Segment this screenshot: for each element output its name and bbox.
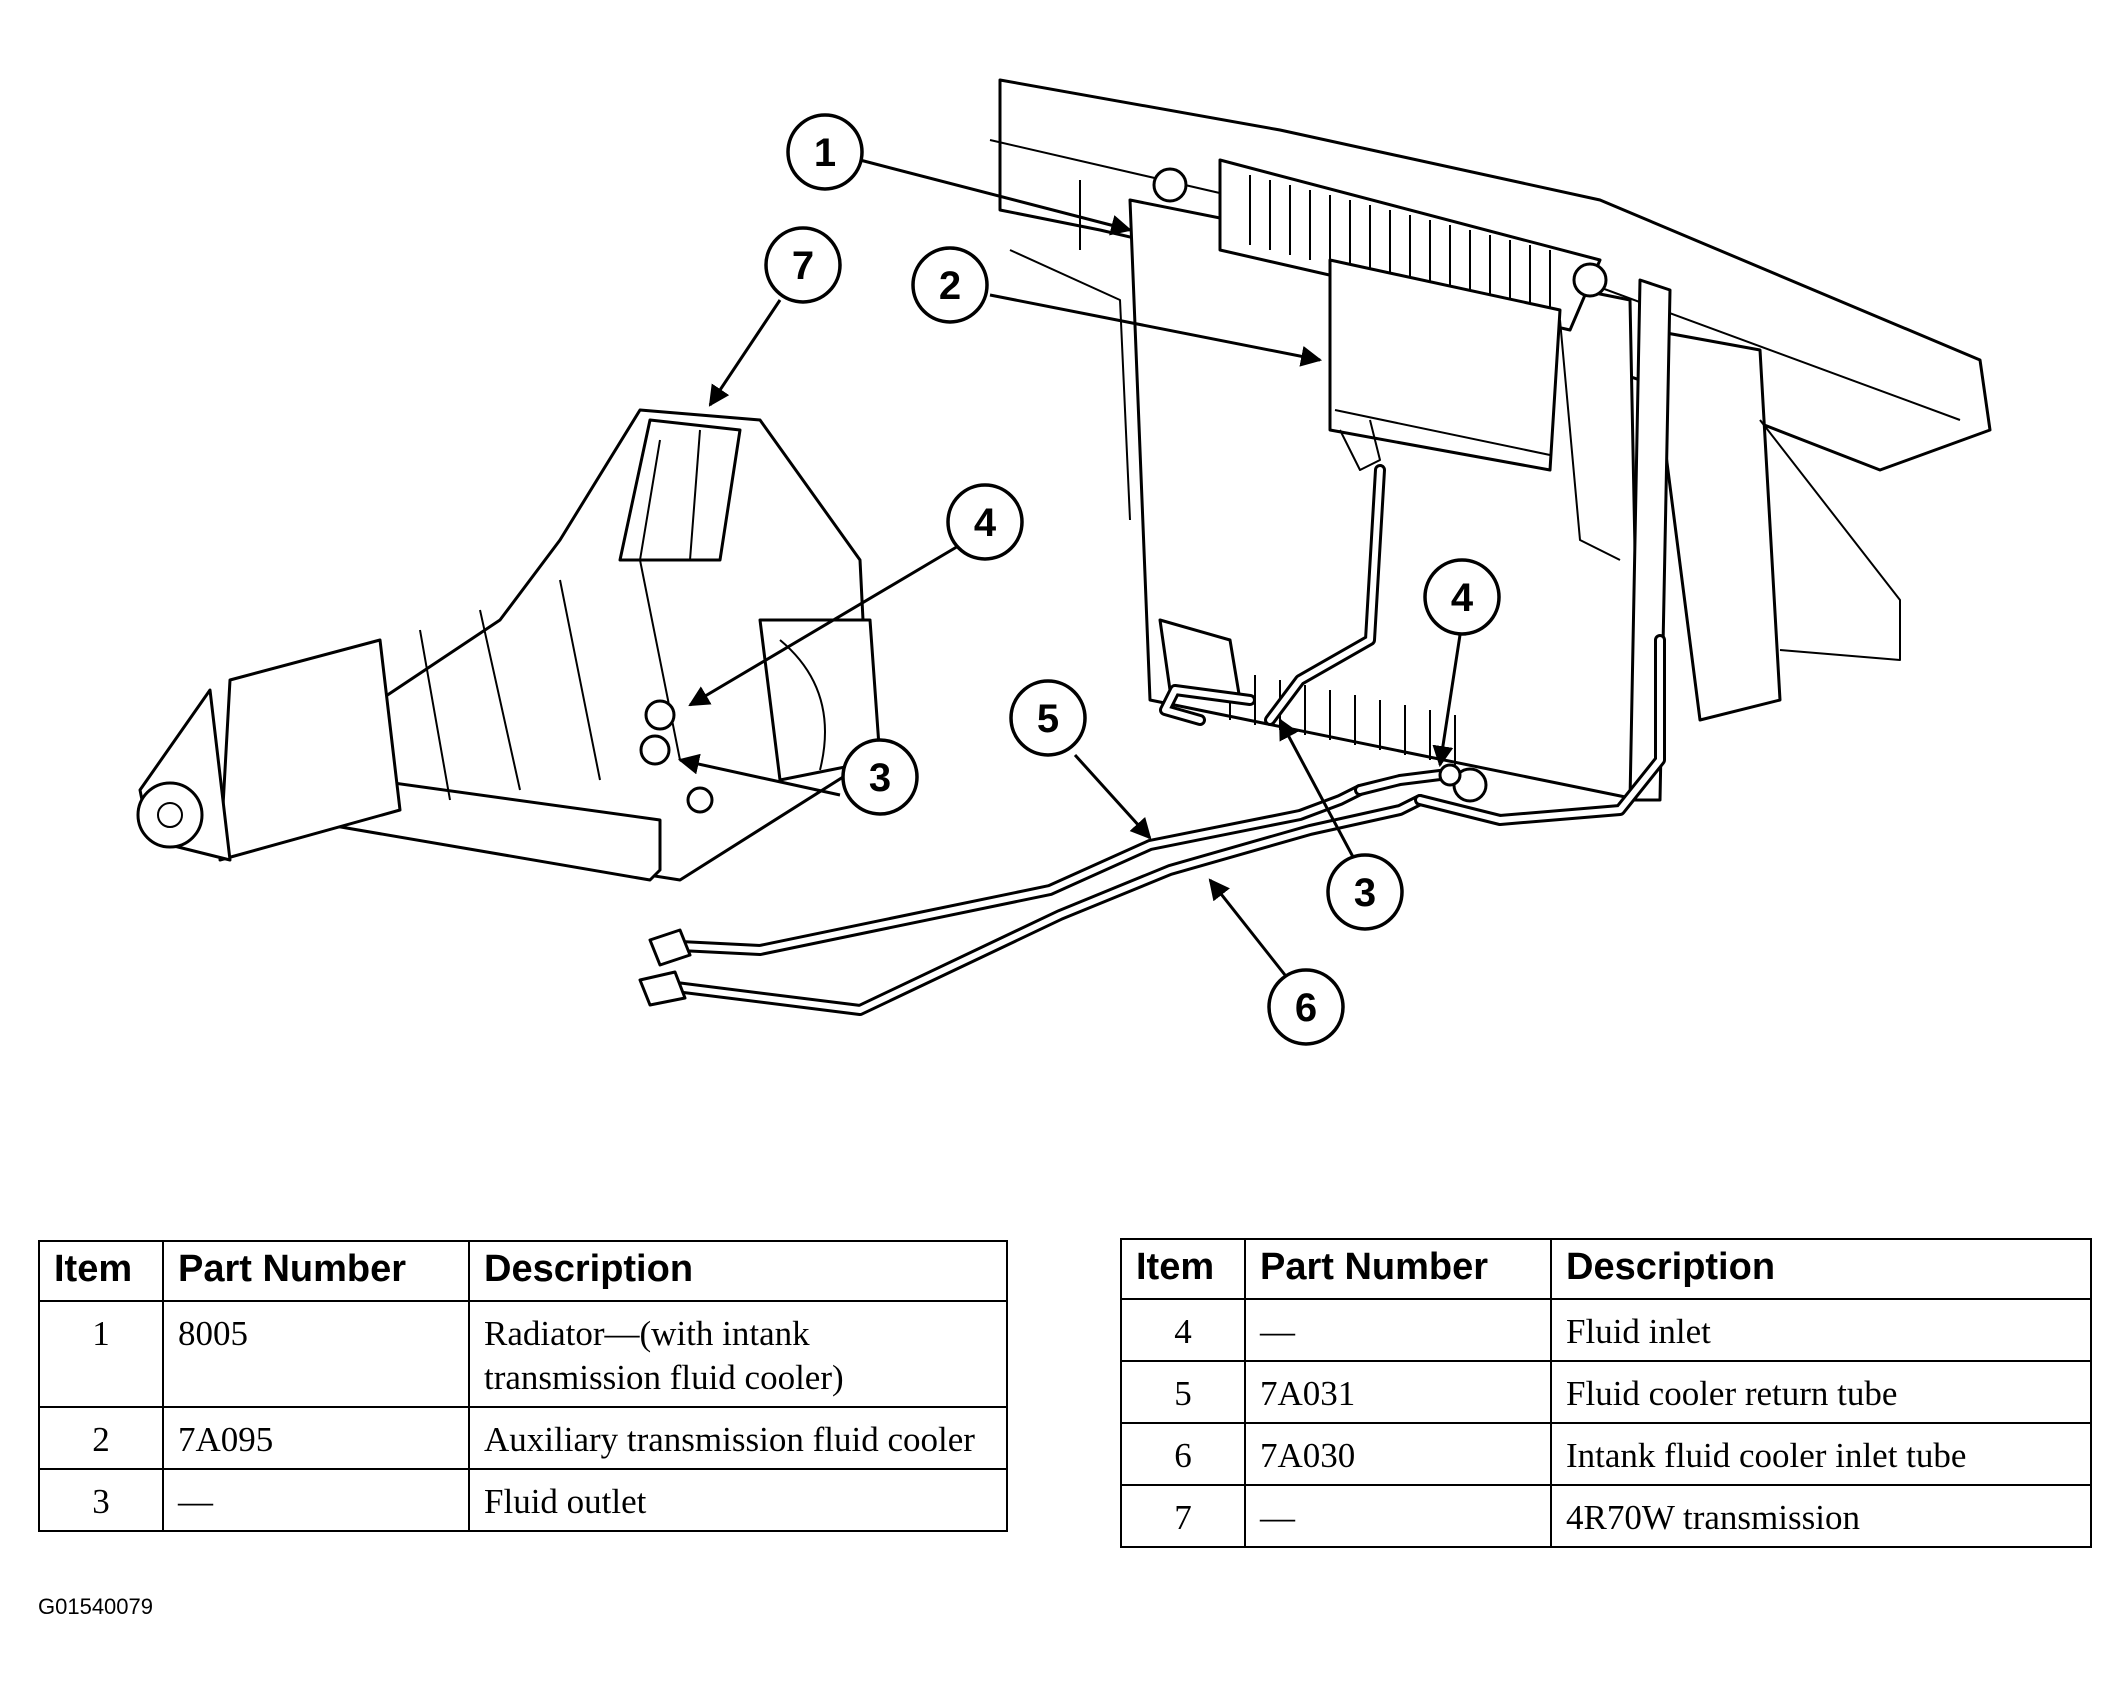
table-header-row: Item Part Number Description — [38, 1240, 1008, 1302]
leader-1 — [859, 158, 1133, 236]
cell-part-number: 7A031 — [1244, 1360, 1552, 1424]
callout-7: 7 — [764, 226, 842, 304]
cell-part-number: — — [1244, 1298, 1552, 1362]
callout-7-label: 7 — [792, 244, 814, 288]
table-row: 2 7A095 Auxiliary transmission fluid coo… — [38, 1406, 1008, 1470]
callout-1: 1 — [786, 113, 864, 191]
leader-3-transmission — [677, 753, 841, 797]
header-part-number: Part Number — [1244, 1238, 1552, 1300]
callout-3-radiator: 3 — [1326, 853, 1404, 931]
transmission — [136, 408, 882, 882]
header-description: Description — [468, 1240, 1008, 1302]
leader-4-radiator — [1432, 634, 1462, 768]
leader-4-transmission — [688, 543, 961, 707]
cell-description: Fluid outlet — [468, 1468, 1008, 1532]
callout-4-transmission: 4 — [946, 483, 1024, 561]
callout-6: 6 — [1267, 968, 1345, 1046]
header-item: Item — [1120, 1238, 1246, 1300]
callout-4-label-2: 4 — [1451, 576, 1474, 620]
cell-part-number: 7A095 — [162, 1406, 470, 1470]
header-part-number: Part Number — [162, 1240, 470, 1302]
table-row: 5 7A031 Fluid cooler return tube — [1120, 1360, 2092, 1424]
header-description: Description — [1550, 1238, 2092, 1300]
callout-3-label-2: 3 — [1354, 871, 1376, 915]
cell-part-number: 8005 — [162, 1300, 470, 1408]
header-item: Item — [38, 1240, 164, 1302]
callout-4-label: 4 — [974, 501, 997, 545]
callout-2-label: 2 — [939, 264, 961, 308]
cell-item: 1 — [38, 1300, 164, 1408]
auxiliary-cooler — [1328, 258, 1621, 561]
table-row: 7 — 4R70W transmission — [1120, 1484, 2092, 1548]
cell-description: Intank fluid cooler inlet tube — [1550, 1422, 2092, 1486]
cell-item: 5 — [1120, 1360, 1246, 1424]
callout-1-label: 1 — [814, 131, 836, 175]
parts-table-right: Item Part Number Description 4 — Fluid i… — [1120, 1238, 2092, 1548]
callout-4-radiator: 4 — [1423, 558, 1501, 636]
callout-5-label: 5 — [1037, 697, 1059, 741]
cooler-tubes — [638, 464, 1666, 1016]
leader-lines — [677, 158, 1462, 976]
cell-description: Fluid inlet — [1550, 1298, 2092, 1362]
radiator — [1128, 158, 1672, 802]
callout-2: 2 — [911, 246, 989, 324]
cell-item: 4 — [1120, 1298, 1246, 1362]
leader-6 — [1208, 878, 1287, 976]
table-row: 6 7A030 Intank fluid cooler inlet tube — [1120, 1422, 2092, 1486]
leader-7 — [708, 299, 782, 407]
cell-part-number: — — [1244, 1484, 1552, 1548]
cell-description: 4R70W transmission — [1550, 1484, 2092, 1548]
cell-item: 6 — [1120, 1422, 1246, 1486]
cell-part-number: 7A030 — [1244, 1422, 1552, 1486]
cell-description: Auxiliary transmission fluid cooler — [468, 1406, 1008, 1470]
leader-3-radiator — [1278, 718, 1362, 871]
cell-description: Radiator—(with intank transmission fluid… — [468, 1300, 1008, 1408]
cell-item: 7 — [1120, 1484, 1246, 1548]
table-row: 4 — Fluid inlet — [1120, 1298, 2092, 1362]
cell-description: Fluid cooler return tube — [1550, 1360, 2092, 1424]
figure-code: G01540079 — [38, 1594, 153, 1619]
callout-6-label: 6 — [1295, 986, 1317, 1030]
cell-item: 2 — [38, 1406, 164, 1470]
callout-3-transmission: 3 — [841, 738, 919, 816]
leader-2 — [989, 293, 1323, 367]
callout-3-label: 3 — [869, 756, 891, 800]
callout-5: 5 — [1009, 679, 1087, 757]
leader-5 — [1073, 753, 1152, 840]
table-row: 1 8005 Radiator—(with intank transmissio… — [38, 1300, 1008, 1408]
cell-part-number: — — [162, 1468, 470, 1532]
table-row: 3 — Fluid outlet — [38, 1468, 1008, 1532]
table-header-row: Item Part Number Description — [1120, 1238, 2092, 1300]
parts-table-left: Item Part Number Description 1 8005 Radi… — [38, 1240, 1008, 1532]
cell-item: 3 — [38, 1468, 164, 1532]
